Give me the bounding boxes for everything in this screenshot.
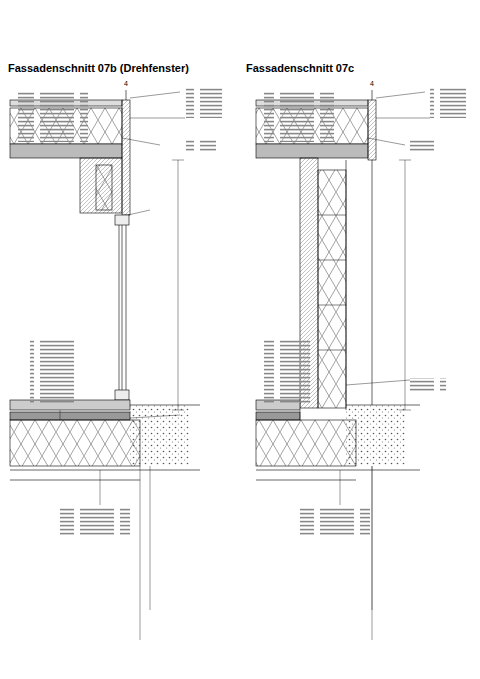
section-title: Fassadenschnitt 07c bbox=[246, 62, 354, 74]
axis-number: 4 bbox=[370, 80, 374, 88]
axis-number: 4 bbox=[124, 80, 128, 88]
section-title: Fassadenschnitt 07b (Drehfenster) bbox=[8, 62, 189, 74]
